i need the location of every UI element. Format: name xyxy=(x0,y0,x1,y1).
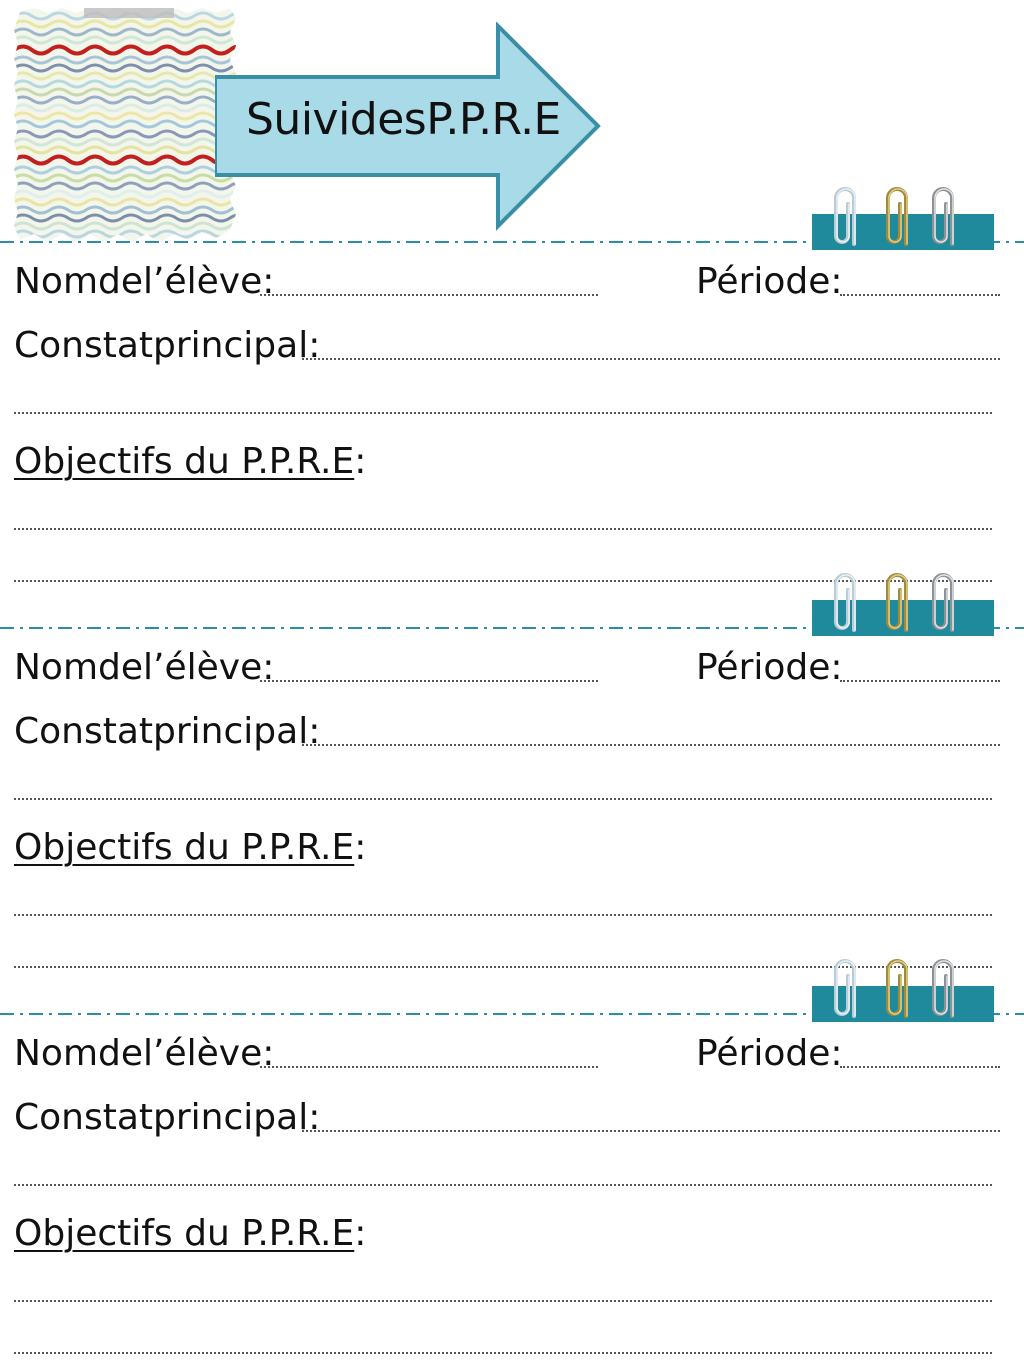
student-name-label: Nomdel’élève: xyxy=(14,647,275,688)
title-arrow-shape xyxy=(215,22,601,231)
main-finding-field-line-2[interactable] xyxy=(14,412,992,414)
paperclips-icon xyxy=(812,187,994,250)
period-field[interactable] xyxy=(840,294,1000,296)
main-finding-field-line-2[interactable] xyxy=(14,798,992,800)
main-finding-field[interactable] xyxy=(302,358,1000,360)
main-finding-field[interactable] xyxy=(302,1130,1000,1132)
student-name-field[interactable] xyxy=(260,294,598,296)
period-label: Période: xyxy=(696,647,843,688)
student-name-row: Nomdel’élève: xyxy=(14,1036,274,1072)
header: SuividesP.P.R.E xyxy=(0,0,1024,245)
main-finding-row: Constatprincipal: xyxy=(14,328,320,364)
student-name-row: Nomdel’élève: xyxy=(14,264,274,300)
main-finding-field[interactable] xyxy=(302,744,1000,746)
wavy-fabric-swatch-icon xyxy=(14,8,236,242)
objectives-label: Objectifs du P.P.R.E xyxy=(14,441,355,482)
period-row: Période: xyxy=(696,264,843,300)
student-name-field[interactable] xyxy=(260,680,598,682)
student-name-label: Nomdel’élève: xyxy=(14,261,275,302)
objectives-label: Objectifs du P.P.R.E xyxy=(14,1213,355,1254)
period-row: Période: xyxy=(696,1036,843,1072)
objectives-colon: : xyxy=(354,1213,367,1254)
main-finding-label: Constatprincipal: xyxy=(14,325,321,366)
paperclips-icon xyxy=(812,573,994,636)
objectives-colon: : xyxy=(354,441,367,482)
objectives-field-line-1[interactable] xyxy=(14,914,992,916)
paperclips-icon xyxy=(812,959,994,1022)
objectives-colon: : xyxy=(354,827,367,868)
document-title: SuividesP.P.R.E xyxy=(246,94,561,145)
student-name-label: Nomdel’élève: xyxy=(14,1033,275,1074)
objectives-field-line-2[interactable] xyxy=(14,1352,992,1354)
main-finding-row: Constatprincipal: xyxy=(14,1100,320,1136)
student-name-row: Nomdel’élève: xyxy=(14,650,274,686)
period-label: Période: xyxy=(696,261,843,302)
period-row: Période: xyxy=(696,650,843,686)
period-field[interactable] xyxy=(840,1066,1000,1068)
objectives-row: Objectifs du P.P.R.E: xyxy=(14,1216,366,1252)
main-finding-row: Constatprincipal: xyxy=(14,714,320,750)
main-finding-label: Constatprincipal: xyxy=(14,1097,321,1138)
objectives-field-line-2[interactable] xyxy=(14,966,992,968)
main-finding-label: Constatprincipal: xyxy=(14,711,321,752)
student-name-field[interactable] xyxy=(260,1066,598,1068)
period-field[interactable] xyxy=(840,680,1000,682)
objectives-label: Objectifs du P.P.R.E xyxy=(14,827,355,868)
objectives-field-line-2[interactable] xyxy=(14,580,992,582)
objectives-row: Objectifs du P.P.R.E: xyxy=(14,830,366,866)
period-label: Période: xyxy=(696,1033,843,1074)
objectives-row: Objectifs du P.P.R.E: xyxy=(14,444,366,480)
objectives-field-line-1[interactable] xyxy=(14,1300,992,1302)
objectives-field-line-1[interactable] xyxy=(14,528,992,530)
main-finding-field-line-2[interactable] xyxy=(14,1184,992,1186)
